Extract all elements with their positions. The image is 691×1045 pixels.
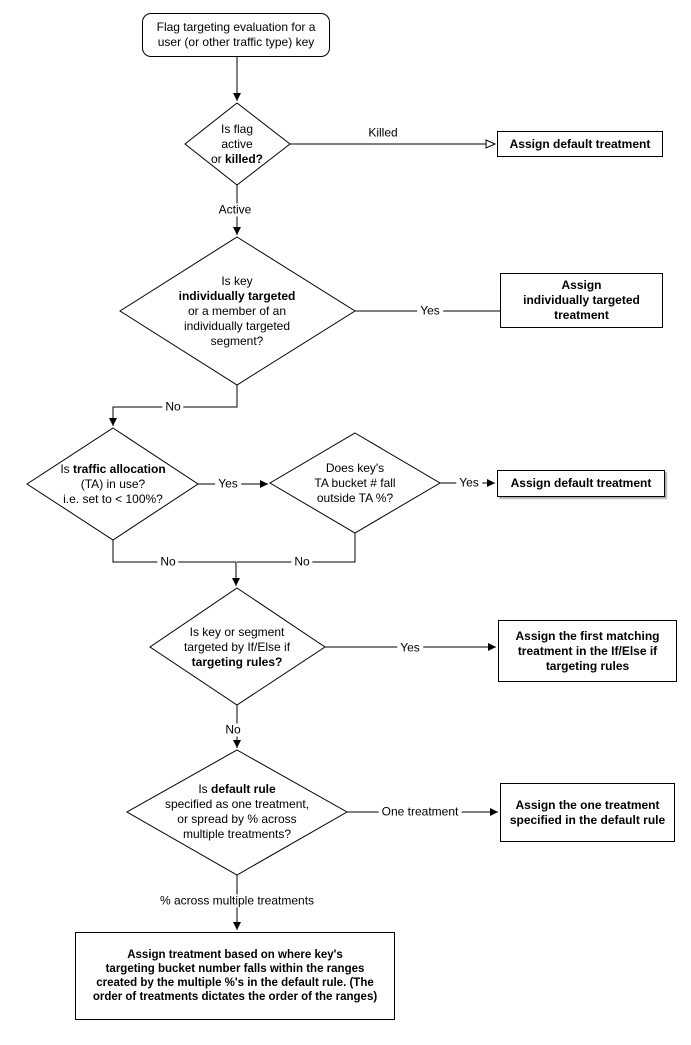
edge-label-no-ta: No [157,555,179,569]
edge-label-yes-ta: Yes [215,477,241,491]
edge-label-one-treatment: One treatment [378,805,462,819]
result-box-label: Assign default treatment [510,476,652,490]
result-box-label: Assign treatment based on where key's ta… [92,949,378,1003]
result-box-label: Assign default treatment [509,136,651,151]
result-box-assign-default-treatment-2: Assign default treatment [497,470,665,497]
diamond-traffic-allocation [26,427,199,541]
result-box-assign-one-treatment: Assign the one treatment specified in th… [500,783,675,842]
edge-label-yes-bucket: Yes [456,476,482,490]
edge-label-no-bucket: No [291,555,313,569]
diamond-targeting-rules [149,587,326,706]
edge-label-yes-individual: Yes [417,304,443,318]
edge-label-yes-rules: Yes [397,641,423,655]
edge-label-no-individual: No [162,400,184,414]
result-box-assign-first-matching: Assign the first matching treatment in t… [498,620,677,682]
edge-label-pct-across: % across multiple treatments [156,894,318,908]
result-box-assign-individually-targeted: Assign individually targeted treatment [500,273,663,328]
result-box-assign-by-ranges: Assign treatment based on where key's ta… [75,932,395,1020]
diamond-ta-bucket [269,432,441,534]
edge-label-no-rules: No [222,723,244,737]
result-box-label: Assign the one treatment specified in th… [509,797,666,827]
result-box-label: Assign individually targeted treatment [523,278,640,322]
edge-label-killed: Killed [365,126,401,140]
edge-no-bucket [237,533,356,563]
edge-label-active: Active [215,203,255,217]
start-node: Flag targeting evaluation for a user (or… [142,13,330,57]
diamond-flag-status [184,102,291,186]
start-node-label: Flag targeting evaluation for a user (or… [156,20,316,49]
result-box-assign-default-treatment-1: Assign default treatment [497,131,663,157]
diamond-individual-target [119,236,356,386]
result-box-label: Assign the first matching treatment in t… [515,628,660,673]
diamond-default-rule [125,749,349,876]
edge-no-ta [112,540,236,563]
